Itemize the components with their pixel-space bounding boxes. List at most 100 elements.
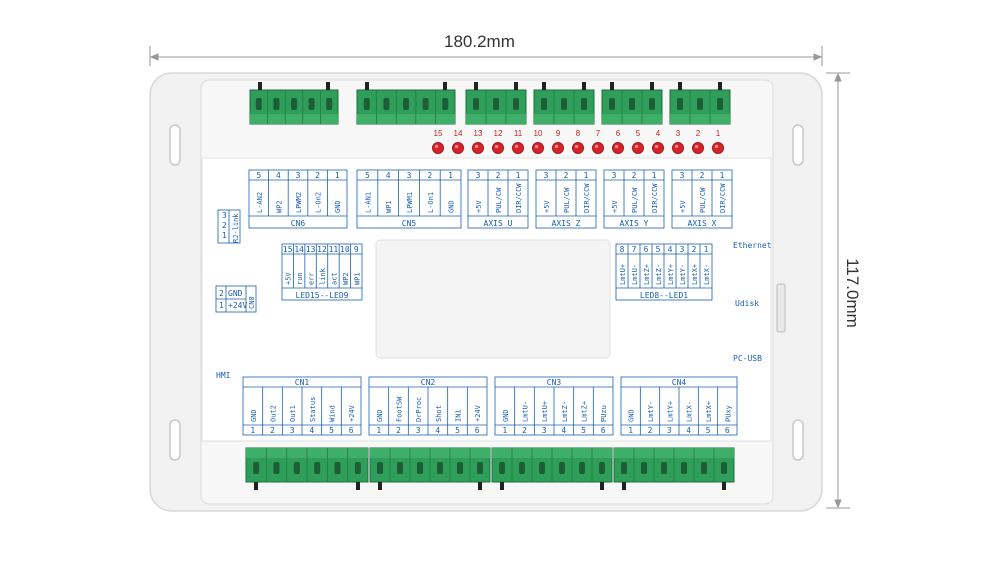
- signal-label: IN1: [455, 409, 463, 422]
- status-led: 14: [452, 129, 464, 154]
- pin-number: 1: [704, 245, 709, 254]
- pin-number: 4: [435, 426, 440, 435]
- block-title: AXIS U: [484, 219, 513, 228]
- pin-number: 5: [706, 426, 711, 435]
- led-number: 3: [676, 129, 681, 138]
- terminal-block[interactable]: [249, 82, 339, 125]
- block-title: AXIS Z: [552, 219, 581, 228]
- signal-label: GND: [228, 289, 243, 298]
- pc-usb-label: PC-USB: [733, 354, 762, 363]
- pin-number: 4: [276, 171, 281, 180]
- signal-label: LmtU+: [619, 264, 627, 285]
- signal-label: err: [308, 272, 316, 285]
- status-led: 10: [532, 129, 544, 154]
- pin-number: 3: [407, 171, 412, 180]
- signal-label: WP2: [342, 272, 350, 285]
- udisk-label: Udisk: [735, 299, 759, 308]
- signal-label: CN0: [248, 296, 256, 309]
- signal-label: GND: [376, 409, 384, 422]
- pin-number: 13: [306, 245, 316, 254]
- pin-number: 6: [644, 245, 649, 254]
- terminal-block[interactable]: [369, 447, 491, 490]
- signal-label: LmtX-: [686, 401, 694, 422]
- led-number: 6: [616, 129, 621, 138]
- pin-number: 1: [448, 171, 453, 180]
- terminal-block[interactable]: [669, 82, 731, 125]
- signal-label: DIR/CCW: [719, 183, 727, 213]
- terminal-block[interactable]: [601, 82, 663, 125]
- terminal-block[interactable]: [245, 447, 369, 490]
- signal-label: GND: [448, 200, 456, 213]
- signal-label: DIR/CCW: [583, 183, 591, 213]
- block-title: AXIS Y: [620, 219, 649, 228]
- pin-number: 3: [542, 426, 547, 435]
- pin-number: 10: [340, 245, 350, 254]
- led-number: 15: [434, 129, 443, 138]
- led-number: 5: [636, 129, 641, 138]
- signal-label: LmtZ+: [643, 264, 651, 285]
- terminal-block[interactable]: [613, 447, 735, 490]
- signal-label: WP1: [353, 272, 361, 285]
- pin-number: 15: [283, 245, 293, 254]
- signal-label: GND: [334, 200, 342, 213]
- led-number: 7: [596, 129, 601, 138]
- status-led: 3: [672, 129, 684, 154]
- signal-label: +5V: [475, 200, 483, 213]
- pin-number: 2: [219, 289, 224, 298]
- block-title: CN2: [421, 378, 436, 387]
- signal-label: GND: [628, 409, 636, 422]
- pin-number: 4: [309, 426, 314, 435]
- pin-number: 1: [652, 171, 657, 180]
- led-number: 10: [534, 129, 543, 138]
- pin-number: 2: [396, 426, 401, 435]
- bottom-terminal-blocks: [245, 447, 735, 490]
- signal-label: L-On2: [315, 192, 323, 213]
- pin-number: 1: [516, 171, 521, 180]
- signal-label: PUL/CW: [563, 187, 571, 213]
- signal-label: WP2: [275, 200, 283, 213]
- pin-number: 1: [720, 171, 725, 180]
- signal-label: FootSW: [396, 396, 404, 422]
- label-block-led15_9: 15+5V14run13err12link11act10WP29WP1LED15…: [281, 243, 363, 301]
- pin-number: 6: [475, 426, 480, 435]
- signal-label: LmtU-: [522, 401, 530, 422]
- terminal-block[interactable]: [491, 447, 613, 490]
- signal-label: +5V: [679, 200, 687, 213]
- pin-number: 5: [656, 245, 661, 254]
- status-led: 5: [632, 129, 644, 154]
- hmi-label: HMI: [216, 371, 231, 380]
- signal-label: Status: [309, 397, 317, 422]
- pin-number: 2: [632, 171, 637, 180]
- signal-label: Wind: [329, 405, 337, 422]
- terminal-block[interactable]: [533, 82, 595, 125]
- pin-number: 1: [335, 171, 340, 180]
- signal-label: +24V: [228, 301, 247, 310]
- signal-label: DIR/CCW: [651, 183, 659, 213]
- pin-number: 1: [250, 426, 255, 435]
- pin-number: 3: [296, 171, 301, 180]
- signal-label: LPWM2: [295, 192, 303, 213]
- pin-number: 3: [680, 245, 685, 254]
- pin-number: 3: [416, 426, 421, 435]
- pin-number: 4: [561, 426, 566, 435]
- block-title: CN3: [547, 378, 562, 387]
- block-title: CN4: [672, 378, 687, 387]
- terminal-block[interactable]: [465, 82, 527, 125]
- pin-number: 2: [496, 171, 501, 180]
- signal-label: LmtY-: [647, 401, 655, 422]
- center-recess: [375, 239, 611, 359]
- pin-number: 1: [502, 426, 507, 435]
- pin-number: 11: [329, 245, 339, 254]
- led-number: 12: [494, 129, 503, 138]
- terminal-block[interactable]: [356, 82, 456, 125]
- block-title: AXIS X: [688, 219, 717, 228]
- signal-label: DIR/CCW: [515, 183, 523, 213]
- pin-number: 2: [522, 426, 527, 435]
- signal-label: LmtX-: [703, 264, 711, 285]
